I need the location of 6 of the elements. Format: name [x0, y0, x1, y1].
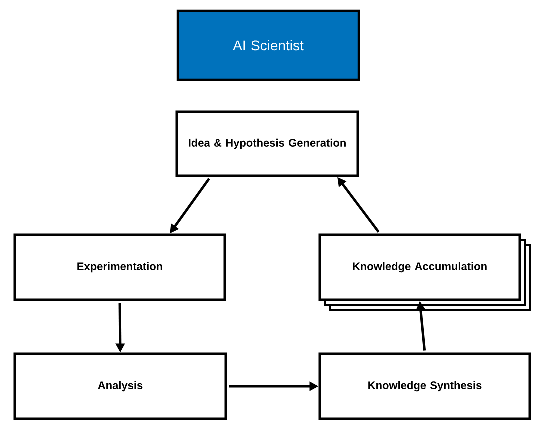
process-box: Idea & Hypothesis Generation [176, 110, 360, 178]
process-box: Experimentation [14, 234, 226, 302]
title-box: AI Scientist [176, 10, 360, 82]
process-box: Knowledge Synthesis [318, 352, 532, 420]
process-box: Analysis [14, 352, 228, 420]
stacked-box: Knowledge Accumulation [318, 234, 531, 311]
